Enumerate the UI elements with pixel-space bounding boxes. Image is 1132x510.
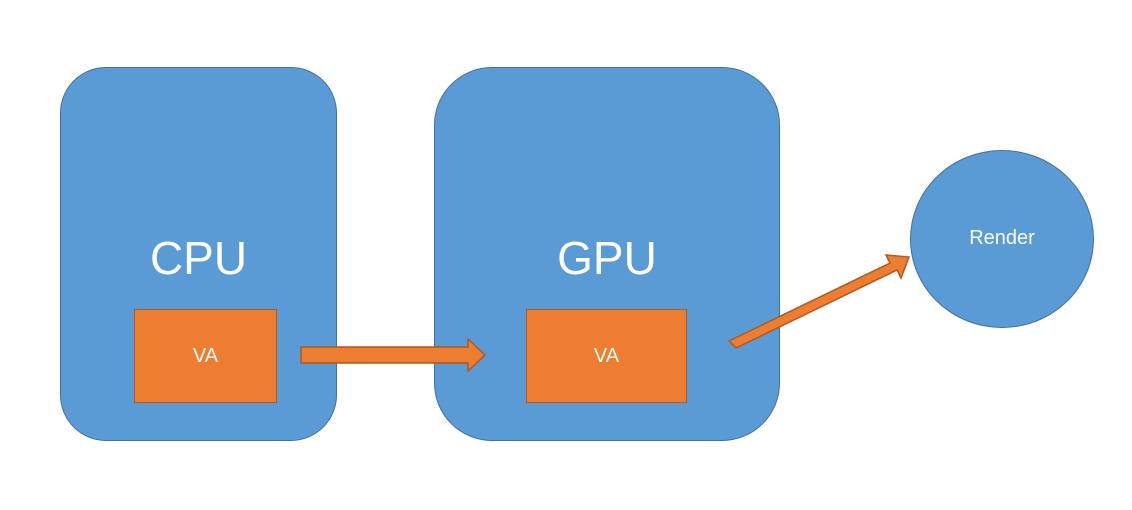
render-label: Render	[969, 227, 1035, 249]
cpu-va-box: VA	[134, 309, 277, 403]
cpu-label: CPU	[149, 232, 248, 284]
arrow-cpu-to-gpu	[300, 337, 487, 373]
gpu-va-box: VA	[526, 309, 687, 403]
render-node: Render	[910, 150, 1094, 328]
gpu-label: GPU	[557, 232, 657, 284]
cpu-va-label: VA	[192, 344, 219, 367]
gpu-va-label: VA	[593, 344, 620, 367]
arrow-gpu-to-render	[727, 254, 911, 349]
